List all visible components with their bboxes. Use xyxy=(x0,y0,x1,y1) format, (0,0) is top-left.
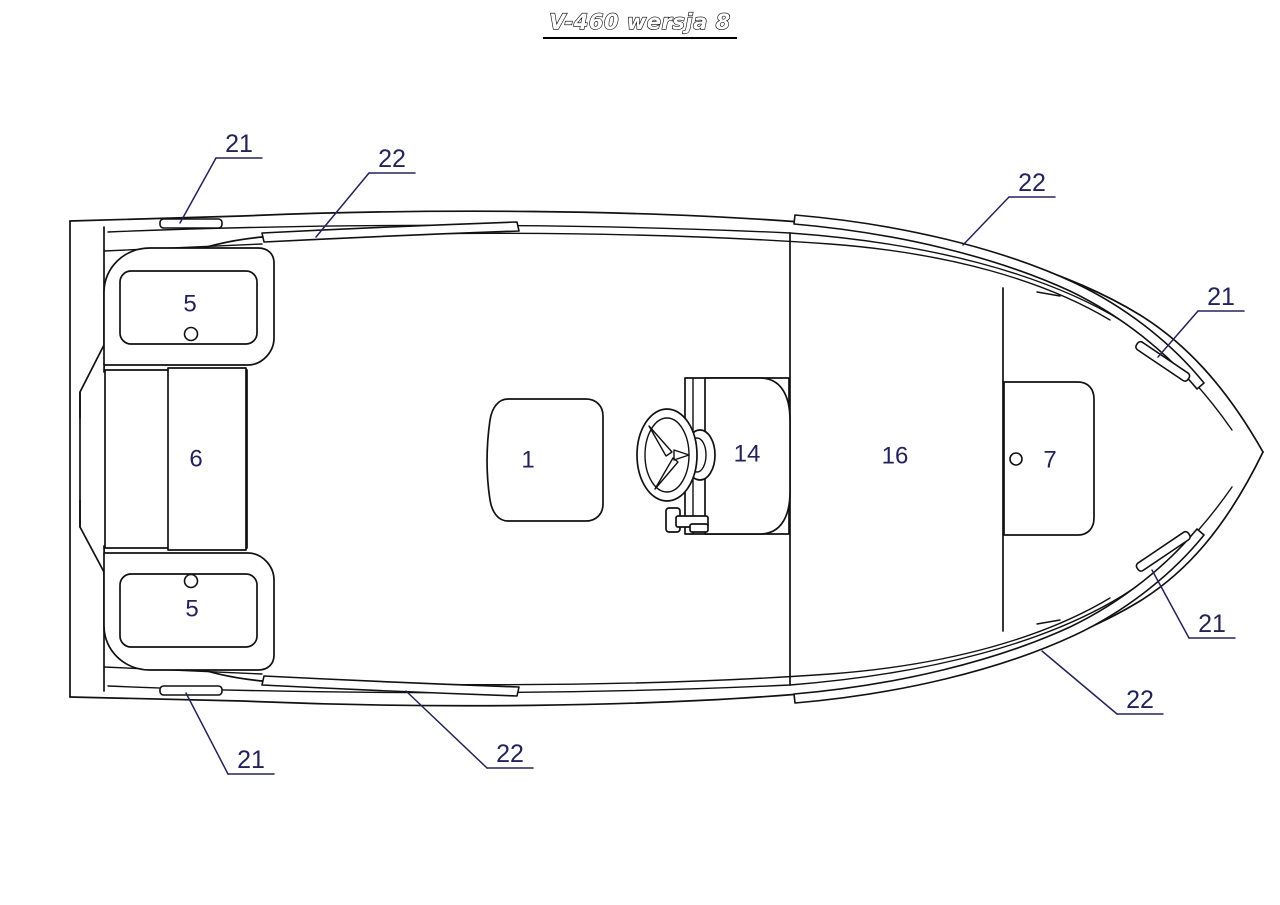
callout-22-bow-port-leader xyxy=(962,196,1010,246)
gunwale-fitting-bow-port xyxy=(1036,291,1061,297)
callout-22-bow-starboard-label: 22 xyxy=(1126,686,1154,714)
callout-22-stern-port[interactable]: 22 xyxy=(315,145,416,238)
callout-21-bow-port-label: 21 xyxy=(1207,283,1235,311)
stern-seat-port-drain-hole xyxy=(183,326,199,342)
part-steering-console[interactable]: 14 xyxy=(636,377,791,535)
rubbing-strake-stern-starboard[interactable] xyxy=(261,675,520,697)
part-stern-seat-starboard[interactable]: 5 xyxy=(103,552,275,671)
part-transom-bench[interactable]: 6 xyxy=(104,367,248,551)
cleat-bow-port-group[interactable] xyxy=(1135,340,1191,382)
callouts-group: 21 22 22 21 21 xyxy=(179,130,1245,775)
callout-22-bow-starboard[interactable]: 22 xyxy=(1041,650,1164,715)
part-number-1: 1 xyxy=(521,446,534,473)
part-number-16: 16 xyxy=(882,442,909,469)
transom-inner-port xyxy=(79,226,105,419)
bow-locker-latch-hole xyxy=(1009,452,1023,466)
stern-seat-starboard-drain-hole xyxy=(183,573,199,589)
callout-22-stern-starboard[interactable]: 22 xyxy=(405,690,534,769)
cleat-bow-starboard-group[interactable] xyxy=(1135,530,1191,572)
callout-22-bow-starboard-leader xyxy=(1041,650,1118,715)
part-fuel-tank-hatch[interactable]: 1 xyxy=(486,398,604,522)
callout-21-bow-starboard-leader xyxy=(1151,569,1190,639)
callout-22-bow-port-label: 22 xyxy=(1018,169,1046,197)
throttle-lever-base xyxy=(689,523,709,533)
cleats-group xyxy=(159,218,1191,696)
callout-21-bow-port[interactable]: 21 xyxy=(1157,283,1245,358)
cleat-bow-starboard[interactable] xyxy=(1135,530,1191,572)
callout-22-bow-port[interactable]: 22 xyxy=(962,169,1056,246)
callout-21-stern-starboard-label: 21 xyxy=(237,746,265,774)
cleat-stern-starboard[interactable] xyxy=(159,685,223,696)
stern-seat-port-cushion xyxy=(119,270,258,345)
console-body xyxy=(704,377,791,535)
part-number-5-port: 5 xyxy=(183,290,196,317)
bow-locker-outline xyxy=(1003,381,1095,536)
callout-21-stern-starboard[interactable]: 21 xyxy=(185,692,275,775)
transom-bench-inner xyxy=(167,367,247,551)
rubbing-strakes-group xyxy=(261,214,1205,704)
steering-wheel-spoke-right xyxy=(673,449,690,461)
gunwale-fitting-bow-starboard xyxy=(1036,619,1061,625)
part-number-5-starboard: 5 xyxy=(185,595,198,622)
fuel-tank-hatch-outline xyxy=(486,398,604,522)
steering-wheel-spoke-upper xyxy=(648,425,673,457)
rubbing-strake-bow-port[interactable] xyxy=(793,214,1205,390)
callout-21-stern-port[interactable]: 21 xyxy=(179,130,263,224)
part-number-6: 6 xyxy=(189,445,202,472)
cleat-bow-port[interactable] xyxy=(1135,340,1191,382)
callout-22-stern-port-leader xyxy=(315,172,370,238)
callout-22-stern-port-label: 22 xyxy=(378,145,406,173)
transom-inner-starboard xyxy=(79,499,105,692)
rubbing-strake-bow-starboard[interactable] xyxy=(793,528,1205,704)
deck-inner-edge-port xyxy=(261,232,1111,321)
callout-22-stern-starboard-label: 22 xyxy=(496,740,524,768)
deck-inner-edge-starboard xyxy=(261,597,1111,686)
callout-21-bow-starboard-label: 21 xyxy=(1198,610,1226,638)
callout-22-stern-starboard-leader xyxy=(405,690,488,769)
callout-21-stern-port-leader xyxy=(179,157,217,224)
callout-21-bow-port-leader xyxy=(1157,310,1199,358)
rubbing-strake-stern-port[interactable] xyxy=(261,221,520,243)
part-bow-deck[interactable]: 16 xyxy=(882,442,909,469)
part-stern-seat-port[interactable]: 5 xyxy=(103,247,275,366)
stern-seat-starboard-cushion xyxy=(119,573,258,648)
callout-21-stern-port-label: 21 xyxy=(225,130,253,158)
callout-21-bow-starboard[interactable]: 21 xyxy=(1151,569,1236,639)
part-number-7: 7 xyxy=(1043,446,1056,473)
part-number-14: 14 xyxy=(734,440,761,467)
part-bow-locker[interactable]: 7 xyxy=(1003,381,1095,536)
cleat-stern-port[interactable] xyxy=(159,218,223,229)
callout-21-stern-starboard-leader xyxy=(185,692,229,775)
